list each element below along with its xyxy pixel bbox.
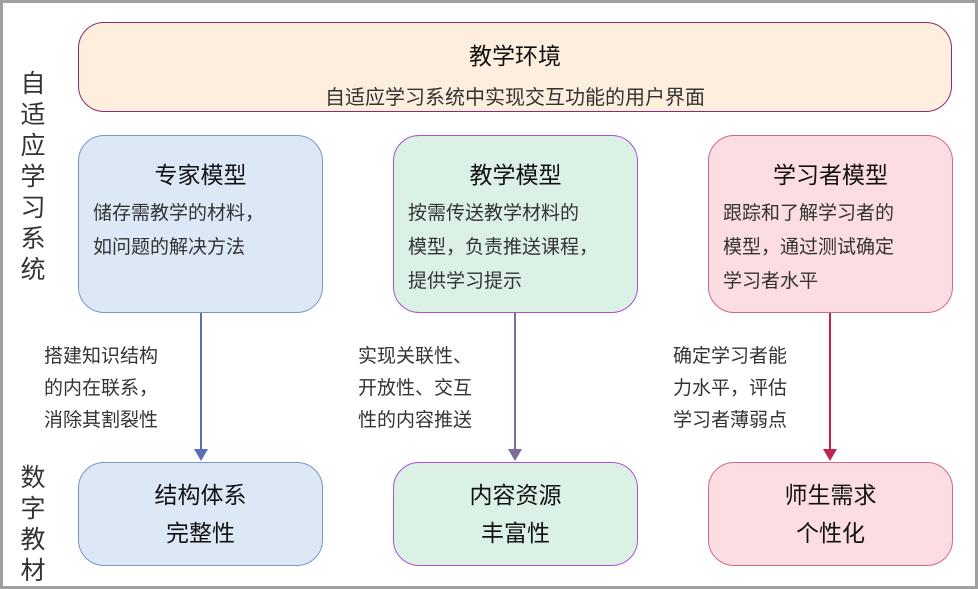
outcome-personalization-box: 师生需求 个性化 — [708, 462, 953, 566]
model-desc: 储存需教学的材料， 如问题的解决方法 — [79, 196, 322, 264]
label-line: 搭建知识结构 — [44, 345, 159, 367]
label-line: 开放性、交互 — [358, 377, 473, 399]
arrow-learner — [823, 313, 837, 462]
label-line: 学习者薄弱点 — [673, 409, 788, 431]
teaching-model-box: 教学模型 按需传送教学材料的 模型，负责推送课程， 提供学习提示 — [393, 135, 638, 313]
model-title: 教学模型 — [469, 163, 562, 189]
arrow-label-teaching: 实现关联性、 开放性、交互 性的内容推送 — [358, 340, 472, 436]
outcome-line: 完整性 — [166, 521, 235, 547]
label-line: 力水平，评估 — [673, 377, 788, 399]
desc-line: 储存需教学的材料， — [93, 202, 265, 224]
outcome-content-box: 内容资源 丰富性 — [393, 462, 638, 566]
desc-line: 提供学习提示 — [408, 270, 523, 292]
desc-line: 模型，负责推送课程， — [408, 236, 599, 258]
arrow-expert — [194, 313, 208, 462]
teaching-environment-box: 教学环境 自适应学习系统中实现交互功能的用户界面 — [78, 22, 952, 112]
learner-model-box: 学习者模型 跟踪和了解学习者的 模型，通过测试确定 学习者水平 — [708, 135, 953, 313]
desc-line: 按需传送教学材料的 — [408, 202, 580, 224]
side-label-textbook: 数字教材 — [20, 463, 46, 585]
outcome-line: 丰富性 — [481, 521, 550, 547]
label-line: 的内在联系， — [44, 377, 159, 399]
arrow-teaching — [508, 313, 522, 462]
label-line: 实现关联性、 — [358, 345, 473, 367]
environment-title: 教学环境 — [469, 44, 561, 70]
model-desc: 按需传送教学材料的 模型，负责推送课程， 提供学习提示 — [394, 196, 637, 298]
model-title: 专家模型 — [154, 163, 247, 189]
label-line: 消除其割裂性 — [44, 409, 159, 431]
outcome-line: 内容资源 — [469, 483, 562, 509]
outcome-line: 个性化 — [796, 521, 865, 547]
desc-line: 模型，通过测试确定 — [723, 236, 895, 258]
environment-subtitle: 自适应学习系统中实现交互功能的用户界面 — [325, 85, 705, 109]
outcome-structure-box: 结构体系 完整性 — [78, 462, 323, 566]
model-title: 学习者模型 — [773, 163, 888, 189]
desc-line: 跟踪和了解学习者的 — [723, 202, 895, 224]
model-desc: 跟踪和了解学习者的 模型，通过测试确定 学习者水平 — [709, 196, 952, 298]
desc-line: 学习者水平 — [723, 270, 819, 292]
outcome-line: 师生需求 — [784, 483, 877, 509]
arrow-label-expert: 搭建知识结构 的内在联系， 消除其割裂性 — [44, 340, 158, 436]
desc-line: 如问题的解决方法 — [93, 236, 246, 258]
arrow-label-learner: 确定学习者能 力水平，评估 学习者薄弱点 — [673, 340, 787, 436]
outcome-line: 结构体系 — [154, 483, 247, 509]
label-line: 性的内容推送 — [358, 409, 473, 431]
expert-model-box: 专家模型 储存需教学的材料， 如问题的解决方法 — [78, 135, 323, 313]
label-line: 确定学习者能 — [673, 345, 788, 367]
side-label-system: 自适应学习系统 — [20, 69, 46, 284]
